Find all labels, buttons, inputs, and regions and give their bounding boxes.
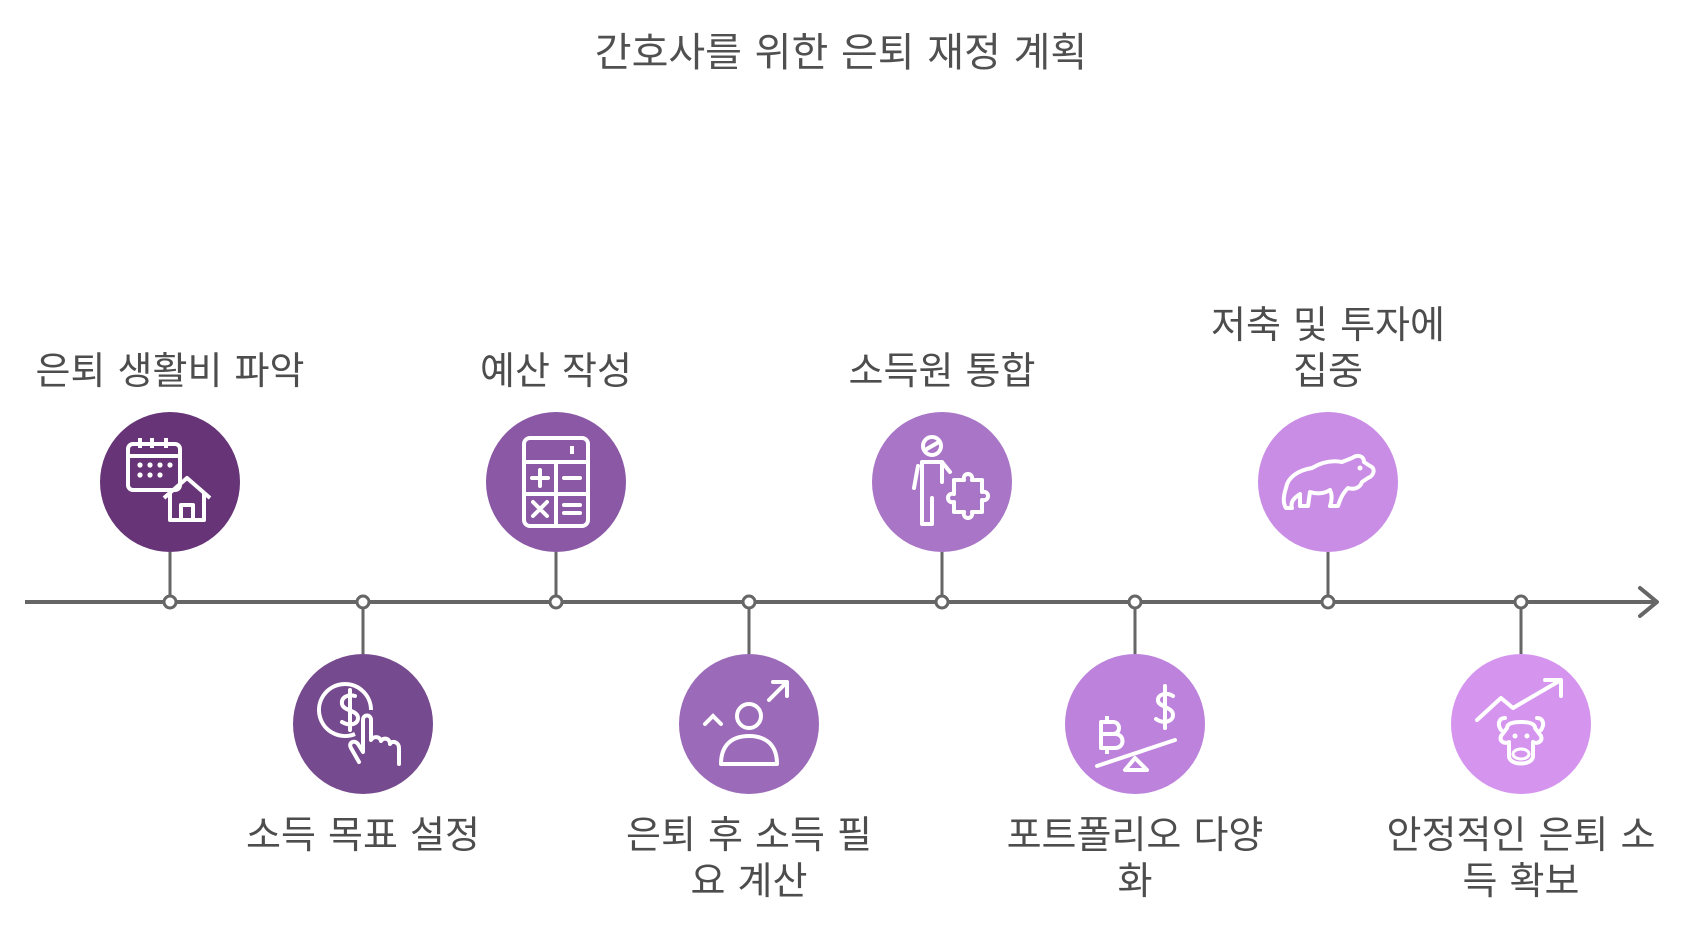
step-circle bbox=[100, 412, 240, 552]
timeline-node bbox=[1127, 594, 1143, 610]
step-label: 은퇴 후 소득 필요 계산 bbox=[626, 813, 872, 903]
timeline-node bbox=[355, 594, 371, 610]
step-circle bbox=[679, 654, 819, 794]
diagram-title: 간호사를 위한 은퇴 재정 계획 bbox=[594, 30, 1088, 76]
timeline-arrowhead bbox=[1638, 586, 1659, 618]
bull-trend-icon bbox=[1475, 678, 1563, 766]
step-label: 은퇴 생활비 파악 bbox=[35, 349, 305, 393]
calendar-house-icon bbox=[126, 438, 212, 522]
dollar-touch-icon bbox=[317, 682, 401, 766]
step-label: 안정적인 은퇴 소득 확보 bbox=[1386, 813, 1656, 903]
timeline-node bbox=[548, 594, 564, 610]
person-growth-icon bbox=[703, 680, 789, 766]
step-label: 소득 목표 설정 bbox=[246, 813, 480, 857]
person-puzzle-icon bbox=[912, 435, 990, 526]
timeline-node bbox=[1513, 594, 1529, 610]
timeline-node bbox=[1320, 594, 1336, 610]
timeline-node bbox=[934, 594, 950, 610]
timeline-node bbox=[741, 594, 757, 610]
step-label: 예산 작성 bbox=[480, 349, 632, 393]
step-circle bbox=[1258, 412, 1398, 552]
calculator-icon bbox=[522, 436, 590, 528]
step-label: 저축 및 투자에 집중 bbox=[1211, 303, 1445, 393]
bear-icon bbox=[1281, 453, 1376, 510]
step-circle bbox=[293, 654, 433, 794]
step-circle bbox=[1065, 654, 1205, 794]
step-circle bbox=[486, 412, 626, 552]
crypto-dollar-seesaw-icon bbox=[1095, 684, 1177, 772]
step-label: 소득원 통합 bbox=[848, 349, 1036, 393]
step-label: 포트폴리오 다양화 bbox=[1006, 813, 1264, 903]
step-circle bbox=[1451, 654, 1591, 794]
timeline-node bbox=[162, 594, 178, 610]
step-circle bbox=[872, 412, 1012, 552]
